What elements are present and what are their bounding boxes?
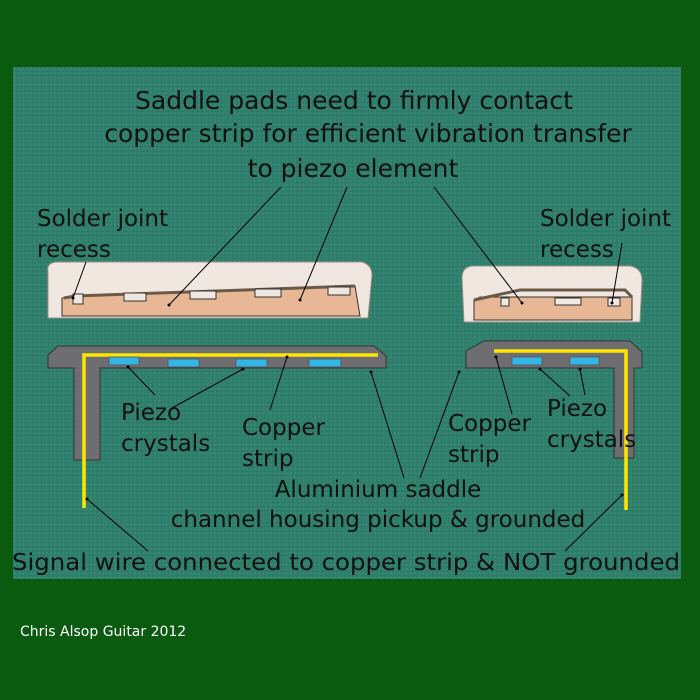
- label-piezo-right-1: Piezo: [547, 396, 607, 422]
- label-solder-joint-right-2: recess: [540, 237, 614, 263]
- label-copper-left-1: Copper: [242, 415, 325, 441]
- label-piezo-left-2: crystals: [121, 431, 210, 457]
- right-piezo-crystals: [511, 356, 600, 366]
- piezo-crystal: [569, 356, 600, 366]
- label-aluminium-1: Aluminium saddle: [275, 477, 482, 503]
- left-saddle: [47, 261, 373, 319]
- label-piezo-left-1: Piezo: [121, 400, 181, 426]
- left-piezo-crystals: [108, 356, 342, 368]
- piezo-crystal: [108, 356, 140, 366]
- credit-text: Chris Alsop Guitar 2012: [20, 624, 187, 640]
- diagram-panel: [13, 67, 681, 579]
- left-aluminium-housing: [47, 345, 387, 461]
- label-signal-wire: Signal wire connected to copper strip & …: [12, 550, 680, 576]
- piezo-crystal: [167, 358, 200, 368]
- label-aluminium-2: channel housing pickup & grounded: [171, 507, 586, 533]
- left-copper-strip: [82, 353, 378, 508]
- right-copper-strip: [494, 349, 628, 510]
- piezo-crystal: [235, 358, 268, 368]
- label-piezo-right-2: crystals: [547, 427, 636, 453]
- label-solder-joint-left-1: Solder joint: [37, 206, 168, 232]
- leader-lines: [72, 186, 623, 552]
- label-solder-joint-left-2: recess: [37, 237, 111, 263]
- right-saddle: [461, 265, 643, 323]
- piezo-crystal: [308, 358, 342, 368]
- arrowheads: [71, 296, 624, 501]
- title-line-3: to piezo element: [248, 154, 459, 183]
- label-copper-left-2: strip: [242, 446, 293, 472]
- title-line-1: Saddle pads need to firmly contact: [135, 86, 573, 115]
- label-solder-joint-right-1: Solder joint: [540, 206, 671, 232]
- label-copper-right-2: strip: [448, 442, 499, 468]
- right-saddle-pad: [473, 296, 633, 321]
- piezo-crystal: [511, 356, 543, 366]
- label-copper-right-1: Copper: [448, 411, 531, 437]
- title-line-2: copper strip for efficient vibration tra…: [104, 119, 632, 148]
